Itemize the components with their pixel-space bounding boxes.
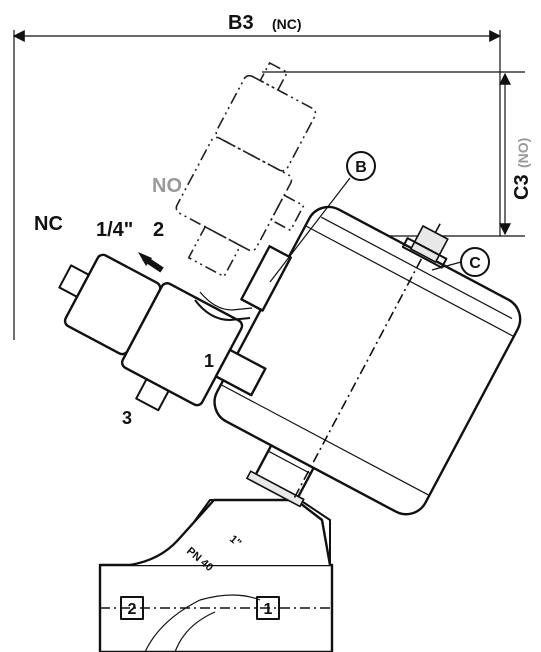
solenoid-no-connector — [215, 74, 317, 172]
port-1-label: 1 — [204, 351, 214, 371]
port-2-box — [120, 596, 144, 620]
pilot-pipe — [194, 299, 251, 321]
c3-note: (NO) — [515, 138, 531, 168]
c3-label: C3 — [511, 174, 533, 200]
flow-port-right: 1 — [264, 601, 273, 618]
b3-note: (NC) — [272, 16, 302, 32]
callout-b: B — [269, 151, 376, 283]
callout-b-letter: B — [355, 159, 367, 176]
b3-label: B3 — [228, 12, 254, 34]
valve-body: 2 1 PN 40 1" — [98, 498, 334, 652]
port-1-box — [256, 596, 280, 620]
solenoid-nc — [58, 253, 267, 412]
flow-port-left: 2 — [128, 601, 137, 618]
nc-label: NC — [34, 213, 63, 235]
callout-b-circle — [346, 151, 376, 181]
actuator-axis — [293, 223, 441, 498]
callout-c-circle — [460, 247, 490, 277]
actuator — [213, 205, 522, 516]
port-size-label: 1/4" — [96, 219, 133, 241]
position-indicator — [409, 224, 449, 264]
callout-c: C — [431, 247, 490, 277]
c3-dimension: C3 (NO) — [262, 71, 533, 237]
no-label: NO — [152, 175, 182, 197]
port-3-label: 3 — [122, 408, 132, 428]
b3-dimension: B3 (NC) — [12, 12, 502, 340]
solenoid-no-coil — [175, 136, 293, 252]
callout-c-letter: C — [469, 255, 481, 272]
port-2-label: 2 — [153, 219, 164, 241]
